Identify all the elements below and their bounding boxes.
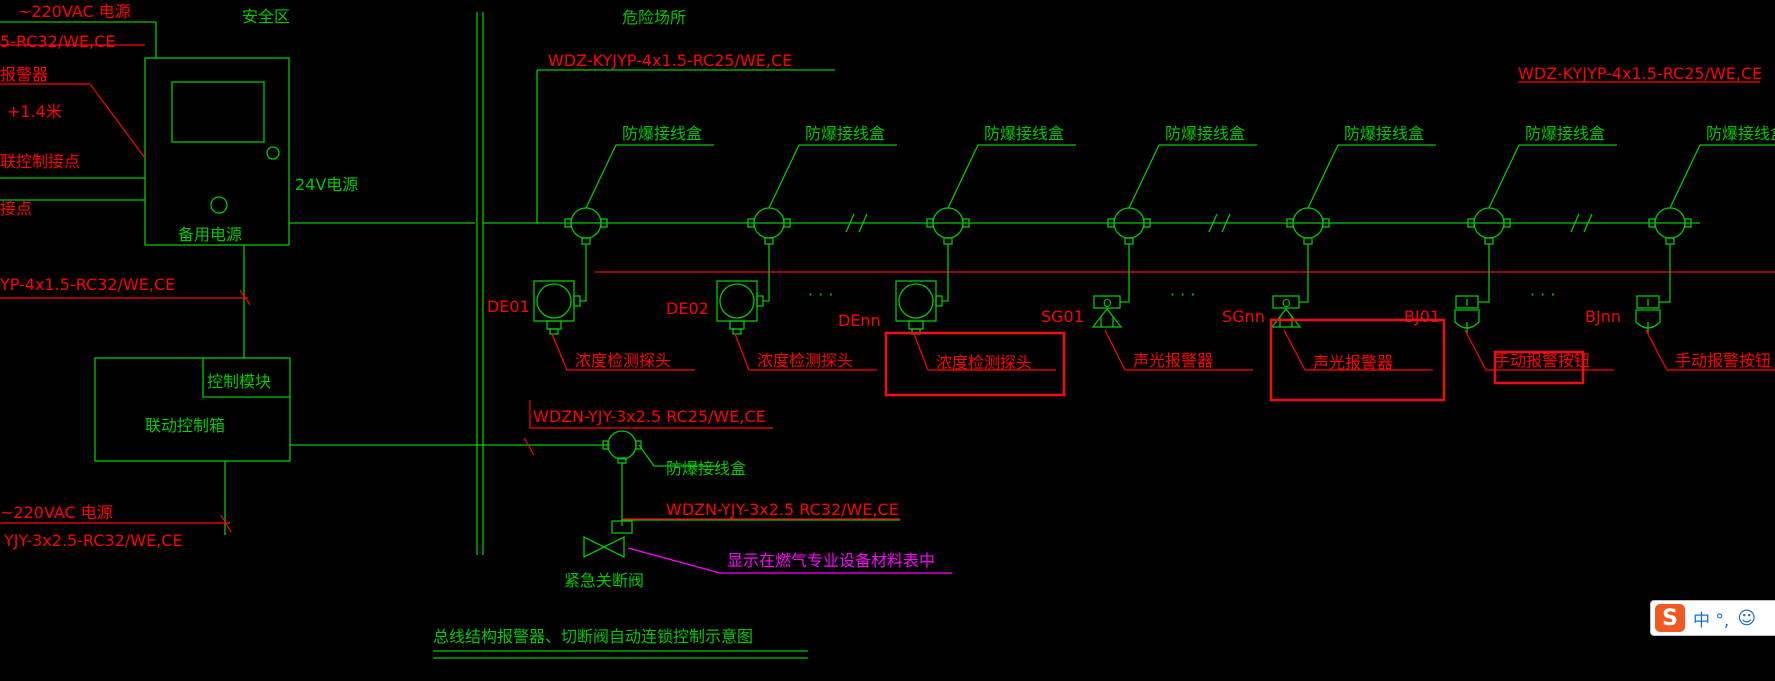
device-leader — [913, 333, 1056, 371]
manual-alarm-button-icon — [1454, 270, 1490, 333]
ellipsis-text: · · · — [808, 285, 833, 304]
wire-break-mark — [1570, 213, 1580, 233]
explosion-proof-jbox-icon — [1107, 144, 1257, 270]
dc24-label: 24V电源 — [295, 175, 358, 194]
sound-light-alarm-icon — [1091, 270, 1130, 328]
left-cable-label: 5-RC32/WE,CE — [0, 32, 116, 51]
device-tag: SGnn — [1222, 307, 1265, 326]
controller-indicator-icon — [266, 146, 280, 160]
sogou-logo-icon[interactable]: S — [1655, 604, 1685, 632]
backup-power-indicator-icon — [210, 196, 228, 214]
device-leader — [1645, 329, 1775, 371]
device-tag: DEnn — [838, 311, 881, 330]
wire-break-mark — [858, 213, 868, 233]
highlight-box — [1493, 350, 1585, 385]
valve-cable2-label: WDZN-YJY-3x2.5 RC32/WE,CE — [666, 500, 899, 519]
device-leader — [734, 333, 877, 371]
svg-text:O: O — [1103, 297, 1112, 310]
gas-detector-icon — [895, 270, 949, 335]
device-name: 手动报警按钮 — [1675, 351, 1771, 370]
explosion-proof-jbox-icon — [747, 144, 897, 270]
device-tag: BJ01 — [1404, 307, 1440, 326]
valve-note-label: 显示在燃气专业设备材料表中 — [727, 551, 935, 570]
left-cable2-label: YP-4x1.5-RC32/WE,CE — [0, 275, 175, 294]
wire-break-mark — [1208, 213, 1218, 233]
ellipsis-text: · · · — [1530, 285, 1555, 304]
device-tag: SG01 — [1041, 307, 1084, 326]
left-control-point-label: 联控制接点 — [0, 152, 80, 171]
jbox-label: 防爆接线盒 — [1525, 124, 1605, 143]
highlight-box — [1269, 318, 1446, 402]
device-name: 浓度检测探头 — [757, 351, 853, 370]
emergency-valve-icon — [583, 535, 625, 559]
svg-text:O: O — [1282, 297, 1291, 310]
gas-detector-icon — [533, 270, 587, 335]
trunk-cable-right-label: WDZ-KYJYP-4x1.5-RC25/WE,CE — [1518, 64, 1762, 83]
jbox-label: 防爆接线盒 — [622, 124, 702, 143]
highlight-box — [884, 331, 1066, 397]
linkage-box-label: 联动控制箱 — [145, 416, 225, 435]
jbox-label: 防爆接线盒 — [1165, 124, 1245, 143]
trunk-cable-label: WDZ-KYJYP-4x1.5-RC25/WE,CE — [548, 51, 792, 70]
device-name: 声光报警器 — [1313, 353, 1393, 372]
explosion-proof-jbox-icon — [926, 144, 1076, 270]
gas-detector-icon — [716, 270, 770, 335]
device-tag: DE01 — [487, 297, 530, 316]
device-name: 浓度检测探头 — [936, 353, 1032, 372]
valve-junction-box-icon — [607, 430, 637, 460]
explosion-proof-jbox-icon — [564, 144, 714, 270]
controller-display — [171, 81, 265, 143]
device-leader — [1464, 329, 1614, 371]
device-leader — [551, 333, 695, 371]
jbox-label: 防爆接线盒 — [1344, 124, 1424, 143]
device-name: 手动报警按钮 — [1494, 351, 1590, 370]
ime-mode-text[interactable]: 中 °, — [1693, 610, 1730, 631]
left-power-label: ~220VAC 电源 — [18, 2, 131, 21]
sound-light-alarm-icon — [1270, 270, 1309, 328]
safe-zone-label: 安全区 — [242, 7, 290, 26]
left-height-label: +1.4米 — [7, 102, 62, 121]
ime-toolbar[interactable]: S 中 °, ☺ — [1650, 600, 1775, 636]
wire-break-mark — [1583, 213, 1593, 233]
valve-cable1-label: WDZN-YJY-3x2.5 RC25/WE,CE — [533, 407, 766, 426]
valve-name-label: 紧急关断阀 — [564, 571, 644, 590]
explosion-proof-jbox-icon — [1467, 144, 1617, 270]
device-tag: DE02 — [666, 299, 709, 318]
valve-actuator-icon — [611, 520, 633, 534]
diagram-title: 总线结构报警器、切断阀自动连锁控制示意图 — [433, 627, 753, 646]
device-name: 声光报警器 — [1133, 351, 1213, 370]
explosion-proof-jbox-icon — [1286, 144, 1436, 270]
wire-break-mark — [1221, 213, 1231, 233]
device-leader — [1283, 329, 1433, 371]
left-cable3-label: YJY-3x2.5-RC32/WE,CE — [3, 531, 183, 550]
left-alarm-label: 报警器 — [0, 65, 48, 84]
backup-power-label: 备用电源 — [178, 225, 242, 244]
linkage-control-box — [94, 357, 291, 462]
jbox-label: 防爆接线盒 — [805, 124, 885, 143]
manual-alarm-button-icon — [1635, 270, 1671, 333]
device-tag: BJnn — [1585, 307, 1621, 326]
jbox-label: 防爆接线盒 — [1706, 124, 1775, 143]
left-point-label: 接点 — [0, 199, 32, 218]
jbox-label: 防爆接线盒 — [984, 124, 1064, 143]
wire-break-mark — [845, 213, 855, 233]
device-leader — [1104, 329, 1253, 371]
ellipsis-text: · · · — [1170, 285, 1195, 304]
device-name: 浓度检测探头 — [575, 351, 671, 370]
hazard-zone-label: 危险场所 — [622, 8, 686, 27]
explosion-proof-jbox-icon — [1648, 144, 1775, 270]
control-module-label: 控制模块 — [207, 372, 271, 391]
alarm-controller-box — [144, 57, 290, 246]
left-power2-label: ~220VAC 电源 — [0, 503, 113, 522]
valve-jbox-label: 防爆接线盒 — [666, 459, 746, 478]
ime-emoji-icon[interactable]: ☺ — [1737, 607, 1757, 629]
